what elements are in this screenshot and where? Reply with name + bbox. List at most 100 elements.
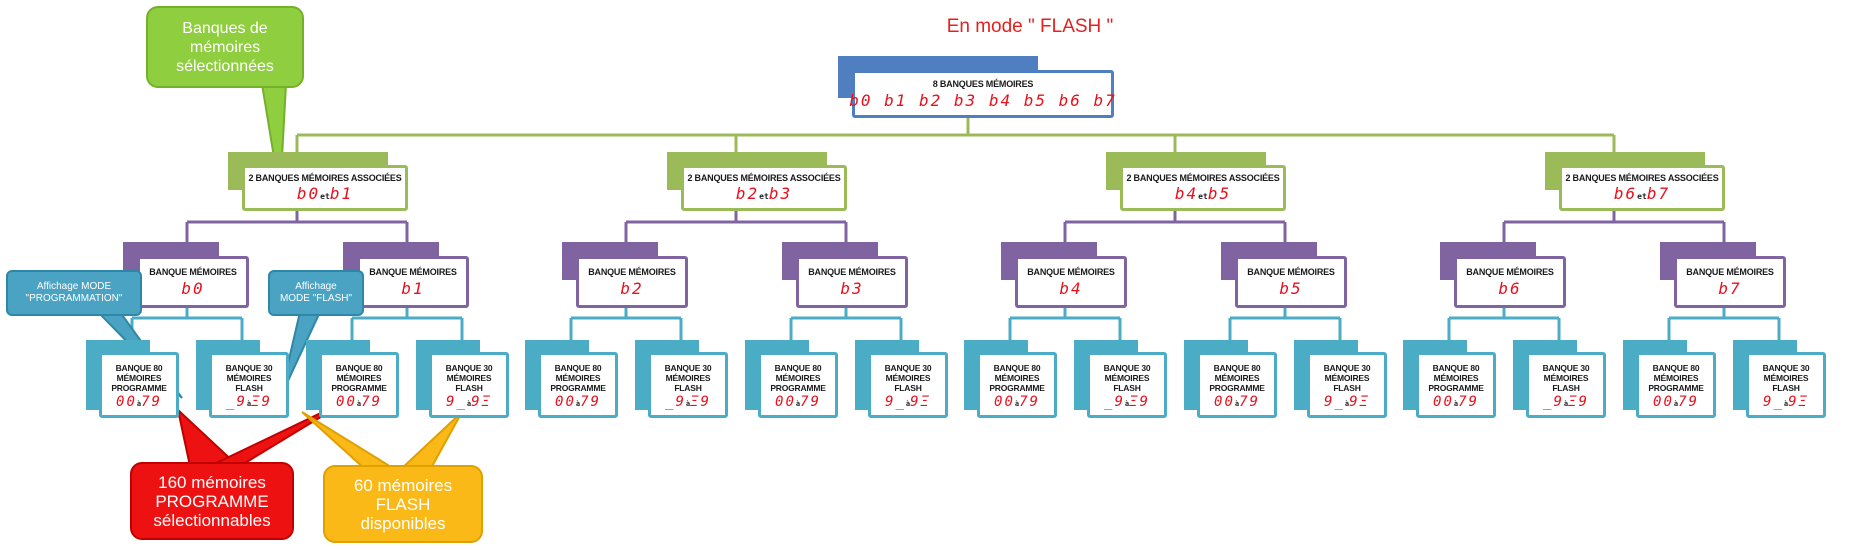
cell-range-from: 00 [1214, 393, 1235, 410]
cell-range-a: à [1783, 399, 1789, 408]
group-code-a: b6 [1613, 184, 1638, 203]
cell-range-display: 9_à9Ξ [885, 394, 931, 410]
group-label: 2 BANQUES MÉMOIRES ASSOCIÉES [687, 173, 841, 183]
group-code-b: b5 [1207, 184, 1232, 203]
cell-range-from: 00 [336, 393, 357, 410]
cell-node: BANQUE 30 MÉMOIRES FLASH_9àΞ9 [1526, 352, 1606, 418]
cell-range-a: à [1014, 399, 1020, 408]
group-code-display: b0etb1 [297, 184, 353, 203]
bank-code-display: b1 [401, 278, 425, 298]
cell-label: BANQUE 80 MÉMOIRES PROGRAMME [1428, 362, 1484, 393]
cell-range-from: _9 [1104, 393, 1125, 410]
cell-range-from: 9_ [446, 393, 467, 410]
cell-range-display: 00à79 [1214, 394, 1260, 410]
cell-range-display: 00à79 [994, 394, 1040, 410]
cell-label: BANQUE 80 MÉMOIRES PROGRAMME [111, 362, 167, 393]
cell-node: BANQUE 30 MÉMOIRES FLASH_9àΞ9 [209, 352, 289, 418]
group-et: et [320, 192, 330, 201]
cell-range-display: _9àΞ9 [665, 394, 711, 410]
cell-label: BANQUE 80 MÉMOIRES PROGRAMME [1648, 362, 1704, 393]
cell-label: BANQUE 80 MÉMOIRES PROGRAMME [331, 362, 387, 393]
cell-range-a: à [795, 399, 801, 408]
group-label: 2 BANQUES MÉMOIRES ASSOCIÉES [1126, 173, 1280, 183]
group-code-display: b4etb5 [1175, 184, 1231, 203]
cell-range-a: à [1673, 399, 1679, 408]
root-code-display: b0 b1 b2 b3 b4 b5 b6 b7 [849, 90, 1117, 110]
cell-range-display: 00à79 [1653, 394, 1699, 410]
cell-range-to: Ξ9 [690, 393, 711, 410]
cell-range-display: 9_à9Ξ [1324, 394, 1370, 410]
pointer-flash-count-a [301, 411, 400, 471]
cell-range-from: 00 [116, 393, 137, 410]
cell-range-a: à [1124, 399, 1130, 408]
root-label: 8 BANQUES MÉMOIRES [932, 78, 1034, 89]
bank-code-display: b3 [840, 278, 864, 298]
cell-range-display: 9_à9Ξ [446, 394, 492, 410]
cell-range-display: 00à79 [116, 394, 162, 410]
cell-range-display: _9àΞ9 [1543, 394, 1589, 410]
root-node: 8 BANQUES MÉMOIRES b0 b1 b2 b3 b4 b5 b6 … [849, 70, 1117, 118]
cell-range-to: 79 [1678, 393, 1699, 410]
cell-range-from: 00 [555, 393, 576, 410]
cell-range-to: Ξ9 [1568, 393, 1589, 410]
cell-node: BANQUE 30 MÉMOIRES FLASH_9àΞ9 [1087, 352, 1167, 418]
group-code-b: b1 [329, 184, 354, 203]
cell-range-display: 00à79 [1433, 394, 1479, 410]
cell-range-to: 79 [800, 393, 821, 410]
cell-label: BANQUE 30 MÉMOIRES FLASH [225, 362, 273, 393]
cell-range-a: à [246, 399, 252, 408]
bank-code-display: b6 [1498, 278, 1522, 298]
cell-range-to: 9Ξ [1349, 393, 1370, 410]
cell-range-a: à [1234, 399, 1240, 408]
cell-range-from: 00 [1433, 393, 1454, 410]
cell-label: BANQUE 30 MÉMOIRES FLASH [884, 362, 932, 393]
group-et: et [1637, 192, 1647, 201]
cell-label: BANQUE 80 MÉMOIRES PROGRAMME [550, 362, 606, 393]
group-code-a: b2 [735, 184, 760, 203]
cell-label: BANQUE 30 MÉMOIRES FLASH [1323, 362, 1371, 393]
cell-range-to: 9Ξ [910, 393, 931, 410]
group-code-b: b7 [1646, 184, 1671, 203]
cell-range-from: 9_ [885, 393, 906, 410]
cell-range-to: 9Ξ [471, 393, 492, 410]
cell-range-display: 00à79 [555, 394, 601, 410]
cell-label: BANQUE 30 MÉMOIRES FLASH [1542, 362, 1590, 393]
bank-label: BANQUE MÉMOIRES [1027, 266, 1115, 277]
cell-range-from: 9_ [1324, 393, 1345, 410]
cell-label: BANQUE 80 MÉMOIRES PROGRAMME [1209, 362, 1265, 393]
bank-code-display: b5 [1279, 278, 1303, 298]
group-et: et [1198, 192, 1208, 201]
bank-label: BANQUE MÉMOIRES [149, 266, 237, 277]
cell-range-display: 00à79 [775, 394, 821, 410]
cell-range-display: _9àΞ9 [226, 394, 272, 410]
bank-label: BANQUE MÉMOIRES [808, 266, 896, 277]
cell-label: BANQUE 30 MÉMOIRES FLASH [1762, 362, 1810, 393]
cell-range-to: Ξ9 [251, 393, 272, 410]
cell-range-to: 79 [1458, 393, 1479, 410]
callout-selected-banks: Banques de mémoires sélectionnées [146, 6, 304, 88]
cell-node: BANQUE 30 MÉMOIRES FLASH_9àΞ9 [648, 352, 728, 418]
callout-flash-count: 60 mémoires FLASH disponibles [323, 465, 483, 543]
cell-range-a: à [575, 399, 581, 408]
callout-programmation-mode: Affichage MODE "PROGRAMMATION" [6, 270, 142, 316]
cell-range-a: à [1563, 399, 1569, 408]
cell-range-to: 79 [141, 393, 162, 410]
cell-range-to: 79 [1239, 393, 1260, 410]
